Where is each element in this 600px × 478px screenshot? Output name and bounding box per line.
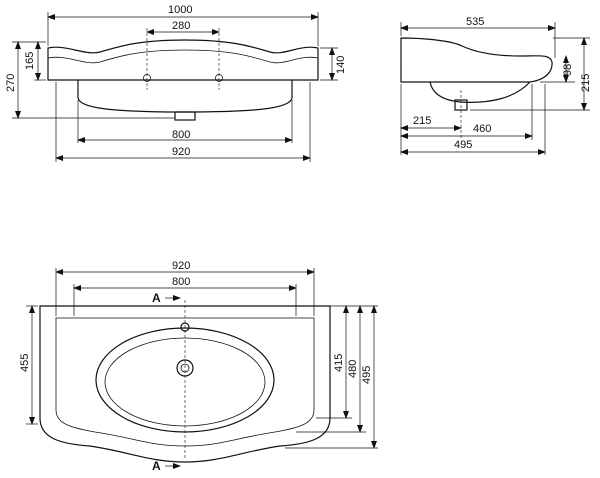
top-section-label-a-top: A: [152, 291, 161, 305]
top-view: A A 920 800 455 415 480 495: [19, 260, 378, 473]
front-drain: [174, 111, 196, 121]
front-dim-top-width: 920: [172, 146, 190, 158]
side-view: 535 98 215 215 460 495: [400, 16, 592, 155]
front-dim-tap-spacing: 280: [172, 20, 190, 32]
top-dim-width-800: 800: [172, 276, 190, 288]
top-dim-depth-495: 495: [361, 366, 373, 384]
front-basin-rim: [47, 49, 319, 64]
side-basin-outline: [400, 37, 553, 83]
top-dim-depth-415: 415: [333, 354, 345, 372]
front-bowl: [77, 80, 293, 113]
front-dim-deck-height: 140: [335, 56, 347, 74]
side-basin-bowl: [429, 81, 531, 103]
top-dim-depth-455: 455: [19, 354, 31, 372]
top-dim-depth-480: 480: [347, 360, 359, 378]
front-dim-rim-height: 165: [24, 52, 36, 70]
front-basin-top: [47, 39, 319, 81]
top-section-label-a-bottom: A: [152, 459, 161, 473]
top-basin-outer: [39, 305, 331, 463]
side-dim-width-495: 495: [454, 139, 472, 151]
side-dim-height-98: 98: [562, 64, 574, 76]
side-dim-width-460: 460: [473, 123, 491, 135]
front-dim-total-height: 270: [5, 74, 17, 92]
front-dim-bowl-width: 800: [172, 129, 190, 141]
front-dim-overall-width: 1000: [168, 4, 192, 16]
side-dim-height-215: 215: [580, 74, 592, 92]
side-dim-depth: 535: [466, 16, 484, 28]
front-view: 1000 280 800 920 270 165 140: [5, 4, 347, 162]
top-dim-width-920: 920: [172, 260, 190, 272]
side-dim-offset-215: 215: [413, 115, 431, 127]
